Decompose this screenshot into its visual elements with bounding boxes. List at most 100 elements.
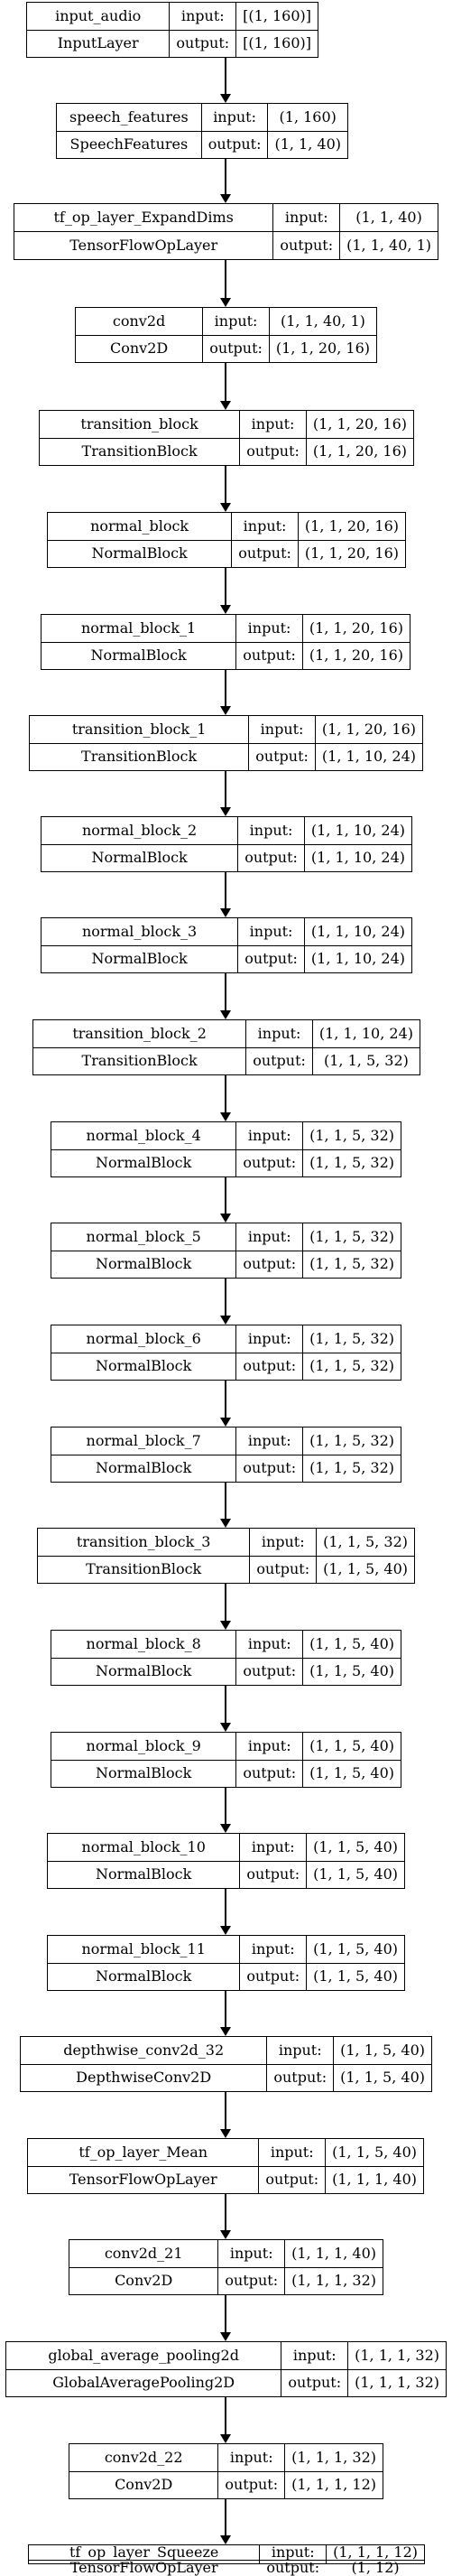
connection-edge [225, 1788, 226, 1825]
connection-edge [225, 1584, 226, 1622]
input-label: input: [292, 2346, 337, 2364]
input-label: input: [247, 1227, 291, 1245]
input-shape: [(1, 160)] [243, 6, 311, 24]
layer-name: tf_op_layer_ExpandDims [53, 209, 234, 226]
arrow-head-icon [220, 503, 231, 512]
input-shape: (1, 1, 5, 40) [313, 1837, 398, 1855]
arrow-head-icon [220, 2332, 231, 2341]
output-shape: (1, 1, 5, 40) [317, 1555, 414, 1584]
output-shape: (1, 1, 5, 40) [307, 1962, 404, 1991]
input-shape: (1, 1, 10, 24) [310, 821, 405, 839]
layer-name: transition_block_2 [72, 1024, 207, 1042]
input-label: input: [251, 1837, 295, 1855]
layer-type: TransitionBlock [40, 437, 240, 466]
layer-type: InputLayer [27, 29, 170, 58]
layer-name: transition_block [80, 414, 198, 432]
output-label: output: [201, 130, 268, 159]
connection-edge [225, 568, 226, 606]
layer-type: NormalBlock [51, 1454, 236, 1483]
input-label: input: [251, 414, 295, 432]
input-shape: (1, 1, 10, 24) [310, 922, 405, 940]
arrow-head-icon [220, 2027, 231, 2036]
output-shape: (1, 1, 20, 16) [298, 539, 405, 568]
output-label: output: [281, 2368, 348, 2397]
input-label: input: [247, 618, 291, 637]
arrow-head-icon [220, 2535, 231, 2544]
input-label: input: [214, 312, 258, 330]
connection-edge [225, 670, 226, 707]
output-shape: (1, 1, 1, 12) [285, 2470, 383, 2499]
input-label: input: [229, 2448, 273, 2466]
input-shape: (1, 1, 40, 1) [281, 312, 365, 330]
layer-type: NormalBlock [48, 539, 232, 568]
layer-type: NormalBlock [51, 1657, 236, 1686]
output-shape: (1, 1, 10, 24) [304, 843, 411, 872]
input-shape: (1, 1, 5, 32) [309, 1227, 394, 1245]
input-label: input: [180, 6, 225, 24]
connection-edge [225, 1279, 226, 1316]
arrow-head-icon [220, 1316, 231, 1325]
layer-type: TensorFlowOpLayer [14, 231, 273, 259]
layer-name: normal_block [90, 516, 189, 535]
layer-name: normal_block_2 [81, 821, 198, 839]
output-shape: (1, 1, 10, 24) [315, 742, 422, 771]
output-shape: (1, 1, 5, 40) [334, 2063, 431, 2092]
input-shape: (1, 1, 5, 32) [323, 1532, 408, 1550]
layer-name: normal_block_6 [86, 1329, 201, 1347]
output-label: output: [236, 1250, 303, 1279]
layer-type: NormalBlock [48, 1962, 240, 1991]
input-shape: (1, 1, 5, 40) [340, 2041, 425, 2059]
arrow-head-icon [220, 1010, 231, 1019]
arrow-head-icon [220, 908, 231, 917]
input-label: input: [213, 107, 256, 126]
output-shape: (1, 1, 1, 32) [285, 2266, 383, 2295]
connection-edge [225, 872, 226, 909]
input-shape: (1, 1, 5, 32) [309, 1431, 394, 1449]
input-label: input: [261, 1532, 305, 1550]
input-shape: (1, 1, 1, 40) [291, 2244, 376, 2262]
connection-edge [225, 2092, 226, 2130]
connection-edge [225, 2397, 226, 2435]
layer-name: normal_block_7 [86, 1431, 201, 1449]
layer-type: Conv2D [69, 2470, 218, 2499]
output-label: output: [218, 2470, 285, 2499]
output-label: output: [260, 2560, 327, 2575]
connection-edge [225, 1483, 226, 1520]
arrow-head-icon [220, 1418, 231, 1427]
layer-type: Conv2D [76, 334, 203, 363]
input-shape: (1, 1, 1, 12) [333, 2543, 418, 2561]
layer-name: normal_block_9 [86, 1736, 201, 1754]
output-shape: (1, 1, 20, 16) [269, 334, 376, 363]
output-shape: (1, 1, 1, 40) [326, 2165, 423, 2194]
output-label: output: [236, 1352, 303, 1381]
arrow-head-icon [220, 94, 231, 103]
output-label: output: [249, 742, 315, 771]
arrow-head-icon [220, 194, 231, 203]
output-shape: (1, 1, 20, 16) [306, 437, 413, 466]
arrow-head-icon [220, 706, 231, 715]
connection-edge [225, 771, 226, 808]
output-shape: (1, 1, 40) [268, 130, 347, 159]
connection-edge [225, 2295, 226, 2333]
layer-type: NormalBlock [42, 843, 238, 872]
input-label: input: [247, 1431, 291, 1449]
input-label: input: [271, 2543, 315, 2561]
connection-edge [225, 1177, 226, 1214]
output-shape: (1, 1, 5, 32) [303, 1352, 401, 1381]
output-shape: (1, 1, 5, 40) [303, 1657, 401, 1686]
output-label: output: [232, 539, 298, 568]
layer-name: global_average_pooling2d [48, 2346, 239, 2364]
